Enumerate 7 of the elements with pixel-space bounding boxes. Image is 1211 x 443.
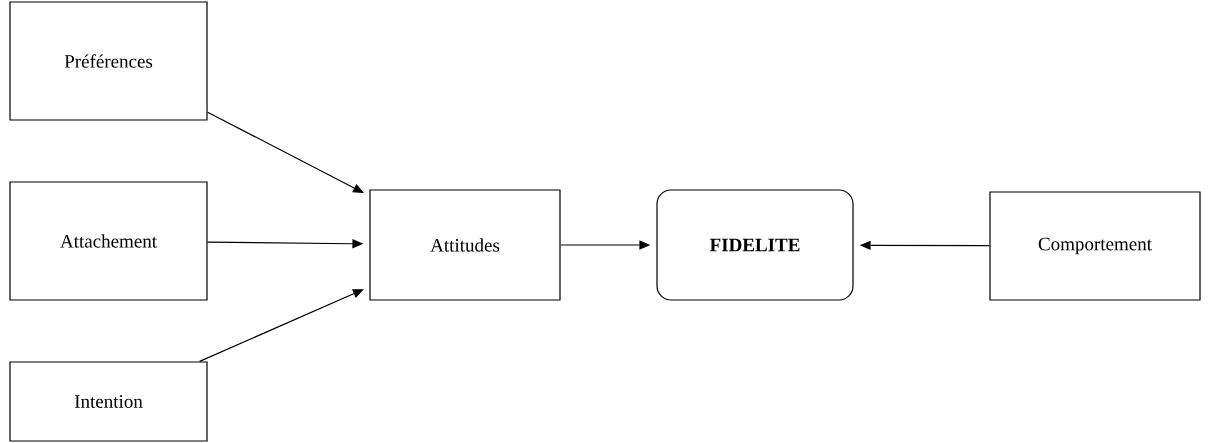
arrow <box>199 289 364 362</box>
process-box: Comportement <box>989 191 1201 301</box>
process-box: Attachement <box>9 181 208 301</box>
process-box: Intention <box>9 361 208 442</box>
rounded-box: FIDELITE <box>656 189 854 301</box>
process-box: Préférences <box>9 1 208 121</box>
process-box: Attitudes <box>369 189 561 301</box>
